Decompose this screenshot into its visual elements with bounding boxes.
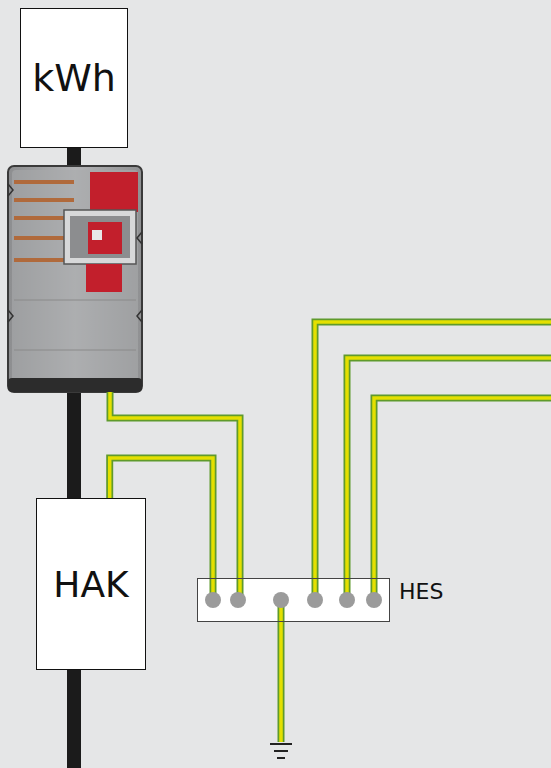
- pe-wires: [110, 322, 551, 742]
- ground-symbol: [270, 744, 292, 758]
- equipotential-bar: HES: [197, 578, 390, 622]
- meter-box: kWh: [20, 8, 128, 148]
- bar-label: HES: [399, 579, 443, 605]
- box-label: HAK: [53, 564, 128, 605]
- equipotential-rail: [197, 578, 390, 622]
- house-connection-box: HAK: [36, 498, 146, 670]
- box-label: kWh: [32, 56, 116, 100]
- surge-protection-enclosure: [8, 166, 142, 392]
